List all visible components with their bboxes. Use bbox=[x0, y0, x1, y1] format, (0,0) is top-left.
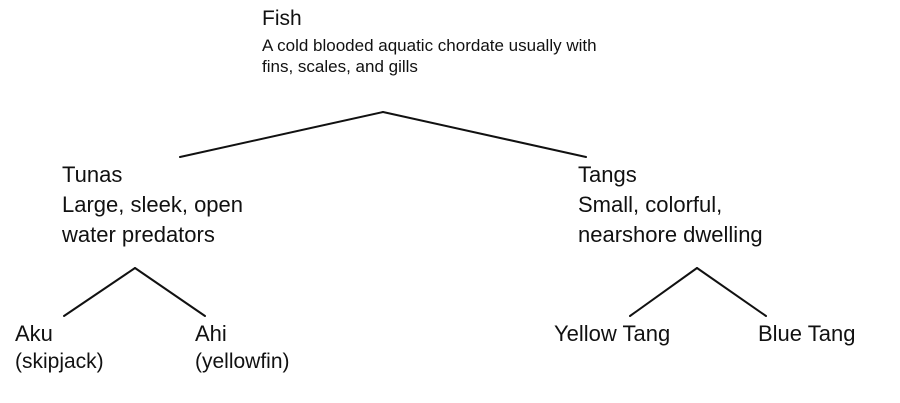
node-blue-tang: Blue Tang bbox=[758, 320, 855, 348]
node-tunas: Tunas Large, sleek, open water predators bbox=[62, 160, 243, 250]
edge-fish-tunas bbox=[179, 111, 384, 158]
node-fish: Fish A cold blooded aquatic chordate usu… bbox=[262, 7, 597, 77]
edge-tangs-yellow-tang bbox=[629, 267, 698, 317]
node-ahi-title: Ahi bbox=[195, 321, 227, 346]
node-blue-tang-title: Blue Tang bbox=[758, 321, 856, 346]
node-fish-desc-line2: fins, scales, and gills bbox=[262, 57, 418, 76]
node-tunas-desc-line1: Large, sleek, open bbox=[62, 192, 244, 217]
edge-tunas-ahi bbox=[134, 267, 206, 317]
node-aku-desc: (skipjack) bbox=[15, 350, 104, 373]
node-tangs-desc-line1: Small, colorful, bbox=[578, 192, 723, 217]
edge-tangs-blue-tang bbox=[696, 267, 767, 317]
node-tunas-desc-line2: water predators bbox=[62, 222, 215, 247]
node-tunas-title: Tunas bbox=[62, 162, 123, 187]
node-yellow-tang-title: Yellow Tang bbox=[554, 321, 671, 346]
node-aku: Aku (skipjack) bbox=[15, 320, 104, 376]
node-ahi-desc: (yellowfin) bbox=[195, 350, 290, 373]
node-aku-title: Aku bbox=[15, 321, 53, 346]
node-tangs: Tangs Small, colorful, nearshore dwellin… bbox=[578, 160, 763, 250]
node-tangs-title: Tangs bbox=[578, 162, 637, 187]
node-tangs-desc-line2: nearshore dwelling bbox=[578, 222, 763, 247]
node-yellow-tang: Yellow Tang bbox=[554, 320, 670, 348]
edge-fish-tangs bbox=[382, 111, 587, 158]
node-fish-title: Fish bbox=[262, 7, 302, 30]
node-fish-desc-line1: A cold blooded aquatic chordate usually … bbox=[262, 36, 597, 55]
node-ahi: Ahi (yellowfin) bbox=[195, 320, 290, 376]
edge-tunas-aku bbox=[63, 267, 136, 317]
